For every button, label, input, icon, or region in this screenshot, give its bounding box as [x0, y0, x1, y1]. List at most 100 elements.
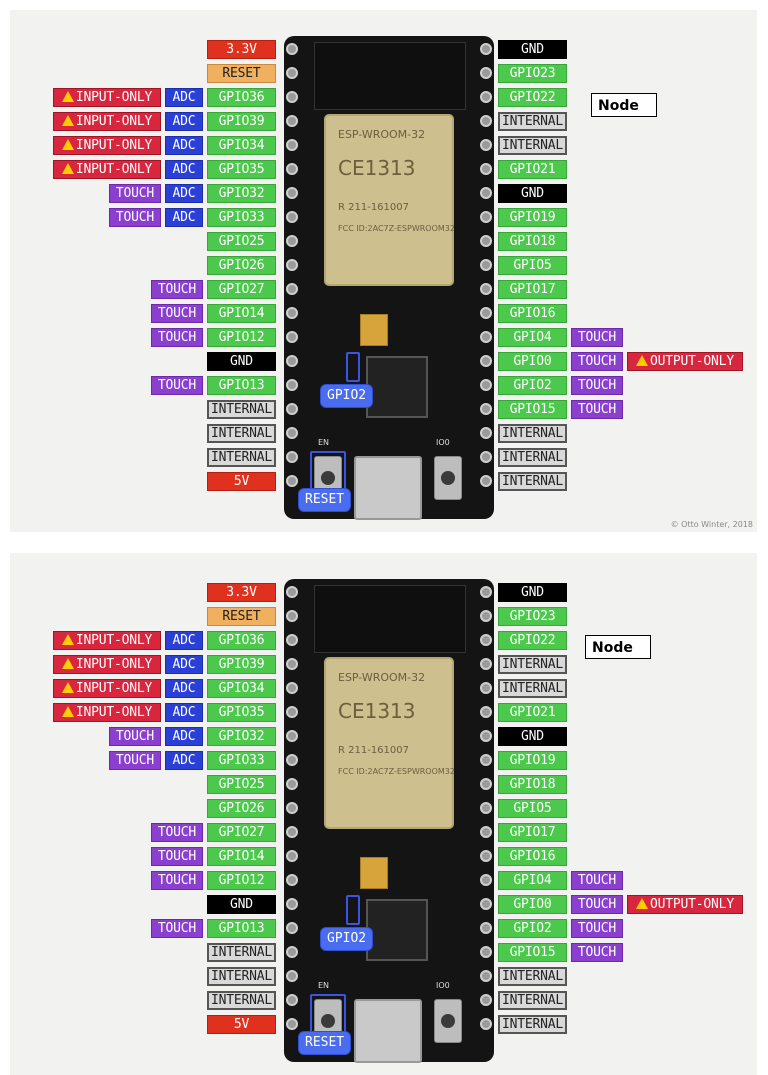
warning-text: INPUT-ONLY	[75, 705, 153, 720]
left-pin-touch-tag: TOUCH	[109, 751, 161, 770]
pin-hole	[286, 259, 298, 271]
left-pin-label: GPIO13	[207, 919, 276, 938]
warning-icon	[61, 139, 74, 150]
right-pin-label: INTERNAL	[498, 991, 567, 1010]
pin-hole	[286, 802, 298, 814]
pin-hole	[480, 898, 492, 910]
right-pin-label: GPIO18	[498, 775, 567, 794]
left-pin-label: GND	[207, 895, 276, 914]
pin-hole	[480, 163, 492, 175]
en-silk-label: EN	[318, 438, 330, 447]
right-pin-label: GPIO4	[498, 328, 567, 347]
pin-hole	[286, 874, 298, 886]
warning-icon	[61, 682, 74, 693]
pin-hole	[286, 970, 298, 982]
pin-hole	[480, 802, 492, 814]
right-pin-label: GPIO19	[498, 751, 567, 770]
left-pin-label: GPIO13	[207, 376, 276, 395]
module-name: ESP-WROOM-32	[338, 671, 426, 684]
warning-text: INPUT-ONLY	[75, 114, 153, 129]
left-pin-label: INTERNAL	[207, 448, 276, 467]
left-pin-adc-tag: ADC	[165, 631, 203, 650]
right-pin-label: GPIO4	[498, 871, 567, 890]
pin-hole	[286, 850, 298, 862]
pin-hole	[480, 826, 492, 838]
left-pin-adc-tag: ADC	[165, 208, 203, 227]
left-pin-adc-tag: ADC	[165, 184, 203, 203]
right-pin-label: INTERNAL	[498, 448, 567, 467]
pin-hole	[286, 307, 298, 319]
pin-hole	[480, 283, 492, 295]
io0-button[interactable]	[434, 456, 462, 500]
pin-hole	[286, 610, 298, 622]
left-pin-label: RESET	[207, 64, 276, 83]
left-pin-label: GPIO32	[207, 727, 276, 746]
gpio2-callout: GPIO2	[320, 384, 374, 408]
right-pin-touch-tag: TOUCH	[571, 943, 623, 962]
reset-callout: RESET	[298, 488, 352, 512]
left-pin-warn-tag: INPUT-ONLY	[53, 88, 161, 107]
left-pin-label: 3.3V	[207, 583, 276, 602]
pin-hole	[286, 682, 298, 694]
pin-hole	[480, 850, 492, 862]
micro-usb-port	[354, 999, 422, 1063]
pin-hole	[480, 307, 492, 319]
reset-callout: RESET	[298, 1031, 352, 1055]
right-pin-label: GPIO22	[498, 631, 567, 650]
right-pin-touch-tag: TOUCH	[571, 919, 623, 938]
pin-hole	[286, 43, 298, 55]
pin-hole	[286, 187, 298, 199]
pin-hole	[286, 67, 298, 79]
warning-icon	[61, 163, 74, 174]
warning-icon	[61, 91, 74, 102]
pin-hole	[286, 1018, 298, 1030]
left-pin-warn-tag: INPUT-ONLY	[53, 160, 161, 179]
left-pin-label: GPIO27	[207, 823, 276, 842]
module-name: ESP-WROOM-32	[338, 128, 426, 141]
antenna-area	[314, 42, 466, 110]
right-pin-label: GPIO19	[498, 208, 567, 227]
io0-silk-label: IO0	[436, 981, 450, 990]
pin-hole	[480, 946, 492, 958]
usb-uart-chip	[366, 356, 428, 418]
io0-button[interactable]	[434, 999, 462, 1043]
right-pin-label: GPIO15	[498, 400, 567, 419]
left-pin-label: GPIO33	[207, 751, 276, 770]
pin-hole	[286, 634, 298, 646]
right-pin-label: GPIO18	[498, 232, 567, 251]
pin-hole	[286, 163, 298, 175]
warning-text: OUTPUT-ONLY	[650, 897, 734, 912]
left-pin-label: GPIO12	[207, 871, 276, 890]
pin-hole	[480, 403, 492, 415]
pin-hole	[480, 43, 492, 55]
left-pin-label: GPIO33	[207, 208, 276, 227]
left-pin-label: INTERNAL	[207, 991, 276, 1010]
warning-text: INPUT-ONLY	[75, 657, 153, 672]
pin-hole	[480, 355, 492, 367]
pin-hole	[480, 586, 492, 598]
pin-hole	[286, 283, 298, 295]
right-pin-label: GPIO22	[498, 88, 567, 107]
warning-text: INPUT-ONLY	[75, 633, 153, 648]
left-pin-label: GND	[207, 352, 276, 371]
left-pin-label: INTERNAL	[207, 967, 276, 986]
left-pin-label: GPIO14	[207, 304, 276, 323]
left-pin-label: GPIO25	[207, 232, 276, 251]
right-pin-label: INTERNAL	[498, 112, 567, 131]
left-pin-touch-tag: TOUCH	[109, 208, 161, 227]
left-pin-adc-tag: ADC	[165, 679, 203, 698]
button-dot	[321, 471, 335, 485]
left-pin-adc-tag: ADC	[165, 136, 203, 155]
right-pin-label: GND	[498, 727, 567, 746]
left-pin-warn-tag: INPUT-ONLY	[53, 631, 161, 650]
right-pin-label: GND	[498, 40, 567, 59]
warning-text: INPUT-ONLY	[75, 90, 153, 105]
left-pin-touch-tag: TOUCH	[151, 919, 203, 938]
right-pin-label: GPIO16	[498, 847, 567, 866]
pin-hole	[286, 826, 298, 838]
left-pin-adc-tag: ADC	[165, 703, 203, 722]
pin-hole	[480, 427, 492, 439]
right-pin-label: INTERNAL	[498, 967, 567, 986]
